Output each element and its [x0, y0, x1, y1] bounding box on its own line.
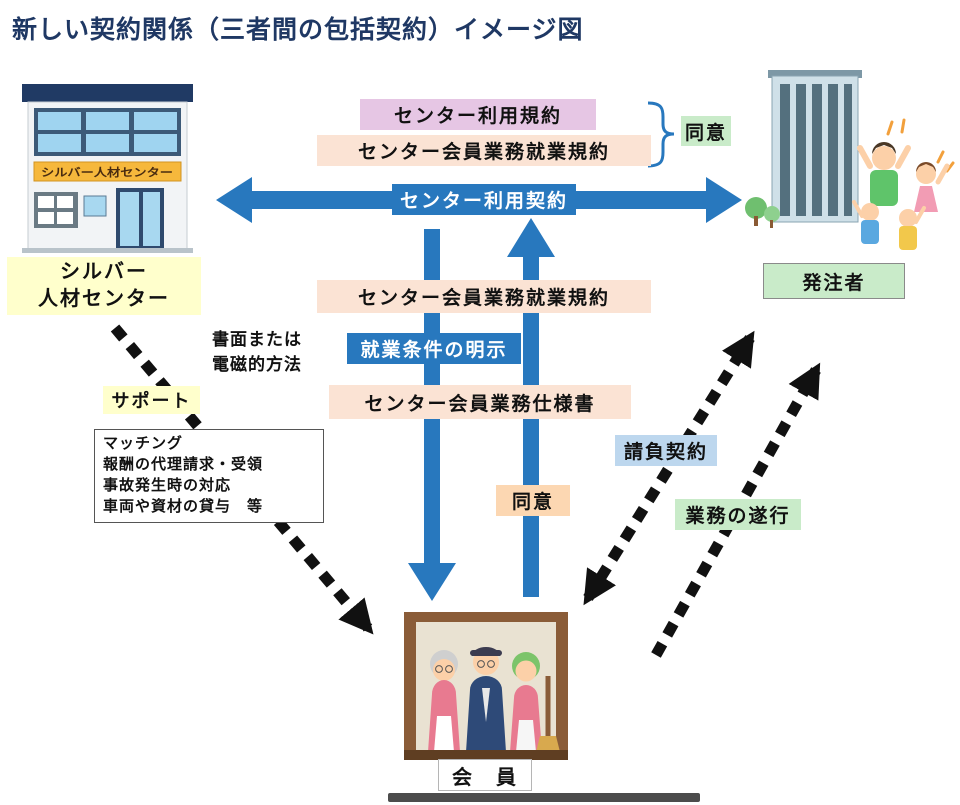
support-detail-item: 車両や資材の貸与 等 [103, 498, 264, 515]
ukeoi-contract-dashed-arrow [583, 330, 755, 606]
orderer-label: 発注者 [763, 263, 905, 299]
member-label: 会 員 [438, 759, 532, 791]
terms-of-use-box: センター利用規約 [360, 99, 596, 130]
employment-rules-mid-box: センター会員業務就業規約 [317, 280, 651, 313]
grandma-left-figure [428, 650, 460, 752]
page-title: 新しい契約関係（三者間の包括契約）イメージ図 [12, 16, 584, 44]
ukeoi-contract-box: 請負契約 [615, 435, 717, 466]
agree-bracket [647, 101, 675, 168]
silver-center-building-illustration: シルバー人材センター [22, 84, 193, 253]
written-or-electronic-note: 書面または 電磁的方法 [212, 327, 328, 377]
work-conditions-disclosure-box: 就業条件の明示 [347, 333, 521, 364]
grandma-right-figure [510, 652, 561, 756]
support-detail-item: 事故発生時の対応 [103, 477, 232, 494]
bottom-edge-bar [388, 793, 700, 802]
silver-center-label-line2: 人材センター [38, 288, 170, 310]
support-details-box: マッチング 報酬の代理請求・受領 事故発生時の対応 車両や資材の貸与 等 [94, 429, 324, 523]
work-execution-box: 業務の遂行 [675, 499, 801, 530]
written-note-line2: 電磁的方法 [212, 355, 302, 374]
sparkle-marks [886, 118, 955, 173]
employment-rules-top-box: センター会員業務就業規約 [317, 135, 651, 166]
support-detail-item: マッチング [103, 435, 184, 452]
family-figures [852, 142, 950, 250]
building-sign-text: シルバー人材センター [41, 165, 173, 179]
agree-top-box: 同意 [681, 116, 731, 146]
work-specification-box: センター会員業務仕様書 [329, 385, 631, 419]
member-workers-illustration [404, 612, 568, 760]
grandpa-center-figure [466, 647, 506, 752]
use-contract-label: センター利用契約 [392, 184, 576, 215]
silver-center-label: シルバー 人材センター [7, 257, 201, 315]
support-detail-item: 報酬の代理請求・受領 [103, 456, 264, 473]
silver-center-label-line1: シルバー [60, 261, 148, 283]
orderer-building-family-illustration [745, 70, 955, 250]
support-box: サポート [103, 386, 200, 414]
agree-mid-box: 同意 [496, 485, 570, 516]
written-note-line1: 書面または [212, 330, 302, 349]
